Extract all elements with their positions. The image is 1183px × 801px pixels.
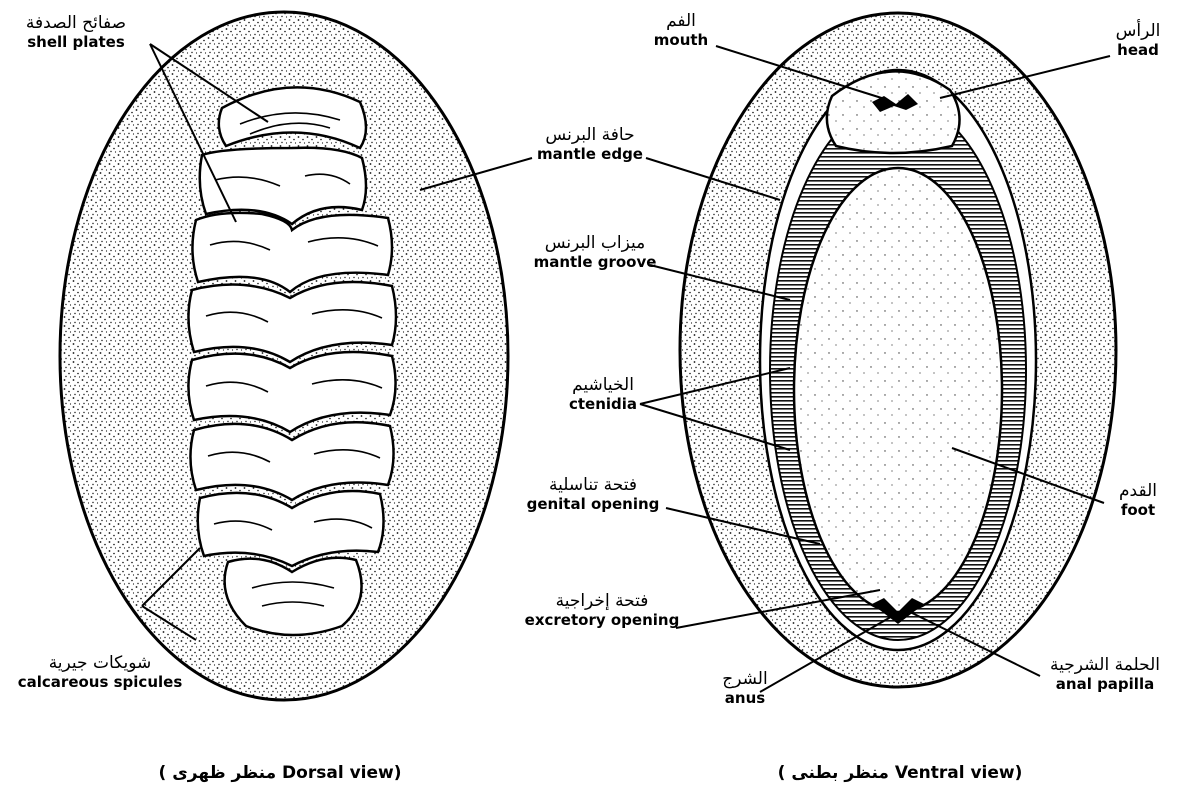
label-mantle-groove-english: mantle groove [520, 254, 670, 271]
label-mouth-english: mouth [636, 32, 726, 49]
label-anus-english: anus [700, 690, 790, 707]
ventral-view [640, 13, 1116, 692]
label-mouth: الفم mouth [636, 12, 726, 49]
label-anal-papilla-arabic: الحلمة الشرجية [1030, 656, 1180, 676]
label-calcareous-spicules: شويكات جيرية calcareous spicules [0, 654, 200, 691]
label-shell-plates-english: shell plates [0, 34, 152, 51]
label-mantle-edge-english: mantle edge [515, 146, 665, 163]
label-anus-arabic: الشرج [700, 670, 790, 690]
label-mantle-groove: ميزاب البرنس mantle groove [520, 234, 670, 271]
label-shell-plates-arabic: صفائح الصدفة [0, 14, 152, 34]
label-ctenidia-english: ctenidia [548, 396, 658, 413]
label-mantle-edge: حافة البرنس mantle edge [515, 126, 665, 163]
label-calcareous-spicules-arabic: شويكات جيرية [0, 654, 200, 674]
label-head-arabic: الرأس [1098, 22, 1178, 42]
label-anal-papilla: الحلمة الشرجية anal papilla [1030, 656, 1180, 693]
label-head: الرأس head [1098, 22, 1178, 59]
label-calcareous-spicules-english: calcareous spicules [0, 674, 200, 691]
label-ctenidia: الخياشيم ctenidia [548, 376, 658, 413]
label-excretory-opening-arabic: فتحة إخراجية [508, 592, 696, 612]
label-genital-opening-arabic: فتحة تناسلية [518, 476, 668, 496]
label-mantle-groove-arabic: ميزاب البرنس [520, 234, 670, 254]
label-ctenidia-arabic: الخياشيم [548, 376, 658, 396]
dorsal-view-caption: ( منظر ظهرى Dorsal view) [150, 764, 410, 784]
label-shell-plates: صفائح الصدفة shell plates [0, 14, 152, 51]
label-anus: الشرج anus [700, 670, 790, 707]
label-excretory-opening-english: excretory opening [508, 612, 696, 629]
label-foot-english: foot [1098, 502, 1178, 519]
label-mouth-arabic: الفم [636, 12, 726, 32]
label-genital-opening: فتحة تناسلية genital opening [518, 476, 668, 513]
label-anal-papilla-english: anal papilla [1030, 676, 1180, 693]
label-mantle-edge-arabic: حافة البرنس [515, 126, 665, 146]
dorsal-view [60, 12, 532, 700]
label-foot: القدم foot [1098, 482, 1178, 519]
ventral-view-caption: ( منظر بطنى Ventral view) [770, 764, 1030, 784]
label-excretory-opening: فتحة إخراجية excretory opening [508, 592, 696, 629]
label-genital-opening-english: genital opening [518, 496, 668, 513]
ventral-foot [794, 168, 1002, 612]
label-head-english: head [1098, 42, 1178, 59]
label-foot-arabic: القدم [1098, 482, 1178, 502]
